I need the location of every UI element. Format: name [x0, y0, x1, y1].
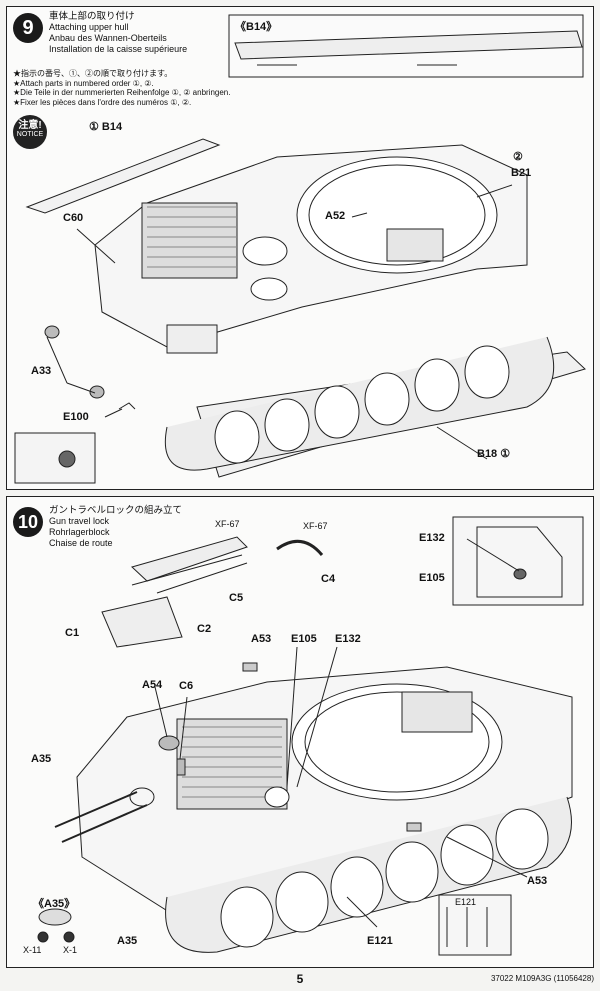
assembly-notes: ★指示の番号、①、②の順で取り付けます。 ★Attach parts in nu…	[13, 69, 230, 107]
a33-label: A33	[31, 365, 52, 377]
c1-label: C1	[65, 627, 80, 639]
note-fr: ★Fixer les pièces dans l'ordre des numér…	[13, 97, 192, 107]
e121-inset	[438, 894, 512, 956]
b14-part	[25, 138, 221, 214]
e100-label: E100	[63, 411, 89, 423]
b18-label: B18 ①	[477, 448, 511, 460]
title-en: Gun travel lock	[49, 516, 110, 526]
title-de: Anbau des Wannen-Oberteils	[49, 33, 167, 43]
e121-inset-label: E121	[455, 897, 477, 907]
c5-label: C5	[229, 592, 244, 604]
e132-label: E132	[335, 633, 361, 645]
c2-label: C2	[197, 623, 212, 635]
note-de: ★Die Teile in der nummerierten Reihenfol…	[13, 88, 231, 97]
xf67-right-label: XF-67	[303, 521, 328, 531]
a53-part-bottom	[406, 822, 422, 832]
notice-badge: 注意! NOTICE	[13, 115, 47, 149]
step-title: ガントラベルロックの組み立て Gun travel lock Rohrlager…	[49, 505, 182, 549]
c60-label: C60	[63, 212, 84, 224]
step-9-drawing	[14, 14, 586, 484]
engine-grille	[141, 202, 238, 279]
product-code: 37022 M109A3G (11056428)	[490, 974, 594, 983]
step-9-panel: 9 車体上部の取り付け Attaching upper hull Anbau d…	[6, 6, 594, 490]
a53-bottom-label: A53	[527, 875, 548, 887]
e132-inset	[452, 516, 584, 606]
title-en: Attaching upper hull	[49, 22, 129, 32]
title-fr: Chaise de route	[49, 538, 113, 548]
step-10-panel: 10 ガントラベルロックの組み立て Gun travel lock Rohrla…	[6, 496, 594, 968]
e105-label: E105	[291, 633, 317, 645]
step-number: 10	[13, 507, 43, 537]
c4-part	[276, 539, 324, 556]
c5-part	[131, 536, 248, 582]
c4-label: C4	[321, 573, 336, 585]
e132-top-label: E132	[419, 532, 445, 544]
xf67-left-label: XF-67	[215, 519, 240, 529]
notice-jp: 注意!	[18, 120, 42, 131]
a54-label: A54	[142, 679, 163, 691]
x11-label: X-11	[23, 945, 42, 955]
a52-label: A52	[325, 210, 346, 222]
title-fr: Installation de la caisse supérieure	[49, 44, 188, 54]
b14-label: ① B14	[89, 121, 123, 133]
a53-part-top	[242, 662, 258, 672]
b21-num-label: ②	[513, 151, 523, 163]
a35-inset-label: 《A35》	[33, 898, 76, 910]
road-wheels	[214, 345, 510, 464]
road-wheels	[220, 808, 549, 948]
notice-en: NOTICE	[16, 131, 44, 138]
step-10-drawing	[37, 516, 584, 956]
b21-label: B21	[511, 167, 532, 179]
c6-label: C6	[179, 680, 194, 692]
page-number: 5	[296, 972, 304, 986]
b14-inset-label: 《B14》	[235, 21, 278, 33]
turret-ring	[296, 156, 498, 274]
a33-part	[44, 325, 60, 339]
note-en: ★Attach parts in numbered order ①, ②.	[13, 78, 154, 88]
a35-left-label: A35	[31, 753, 52, 765]
e105-top-label: E105	[419, 572, 445, 584]
x1-label: X-1	[63, 945, 78, 955]
a54-part	[158, 735, 180, 751]
c6-part	[176, 758, 186, 776]
a35-inset-part	[38, 908, 72, 926]
title-jp: 車体上部の取り付け	[49, 11, 135, 22]
title-de: Rohrlagerblock	[49, 527, 110, 537]
step-number: 9	[13, 13, 43, 43]
b14-inset-part	[234, 30, 583, 60]
note-jp: ★指示の番号、①、②の順で取り付けます。	[13, 69, 173, 78]
step-title: 車体上部の取り付け Attaching upper hull Anbau des…	[49, 11, 187, 55]
a35-bottom-label: A35	[117, 935, 138, 947]
a53-top-label: A53	[251, 633, 272, 645]
c1-c2-part	[101, 596, 183, 648]
e121-label: E121	[367, 935, 393, 947]
detail-inset	[14, 432, 96, 484]
title-jp: ガントラベルロックの組み立て	[49, 505, 183, 516]
